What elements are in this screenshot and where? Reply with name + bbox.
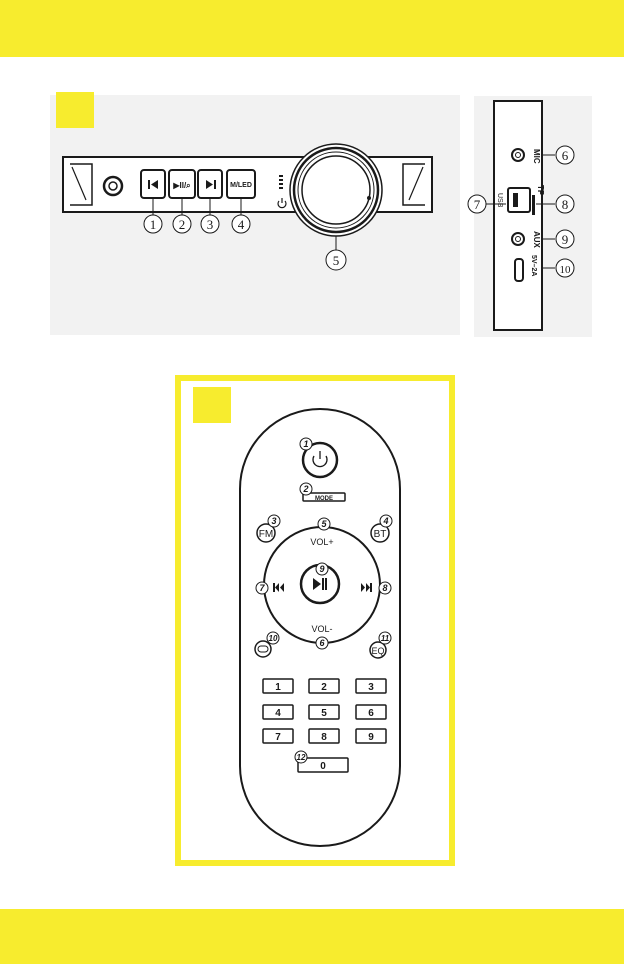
- key-label: 3: [368, 682, 374, 693]
- key-label: 4: [275, 708, 281, 719]
- key-label: 9: [368, 732, 374, 743]
- vol-up-button[interactable]: VOL+: [310, 537, 333, 547]
- key-3[interactable]: 3: [356, 679, 386, 693]
- repeat-button[interactable]: [255, 641, 271, 657]
- remote-num-8: 8: [382, 583, 387, 593]
- remote-num-3: 3: [271, 516, 276, 526]
- fm-label: FM: [259, 529, 273, 540]
- key-9[interactable]: 9: [356, 729, 386, 743]
- key-label: 8: [321, 732, 327, 743]
- key-7[interactable]: 7: [263, 729, 293, 743]
- key-1[interactable]: 1: [263, 679, 293, 693]
- key-label: 1: [275, 682, 281, 693]
- eq-label: EQ: [371, 646, 384, 656]
- key-2[interactable]: 2: [309, 679, 339, 693]
- key-label: 7: [275, 732, 281, 743]
- remote-num-4: 4: [382, 516, 388, 526]
- mode-label: MODE: [315, 496, 333, 502]
- vol-down-label: VOL-: [311, 624, 332, 634]
- bt-label: BT: [374, 529, 387, 540]
- key-4[interactable]: 4: [263, 705, 293, 719]
- vol-down-button[interactable]: VOL-: [311, 624, 332, 634]
- remote-num-1: 1: [303, 439, 308, 449]
- remote-num-11: 11: [381, 634, 390, 643]
- key-label: 6: [368, 708, 374, 719]
- key-0-label: 0: [320, 761, 326, 772]
- key-label: 5: [321, 708, 327, 719]
- keypad: 1 2 3 4 5 6 7 8 9: [263, 679, 386, 743]
- vol-up-label: VOL+: [310, 537, 333, 547]
- remote-num-12: 12: [297, 753, 306, 762]
- remote-num-2: 2: [302, 484, 308, 494]
- key-8[interactable]: 8: [309, 729, 339, 743]
- key-label: 2: [321, 682, 327, 693]
- key-5[interactable]: 5: [309, 705, 339, 719]
- eq-button[interactable]: EQ: [370, 642, 386, 658]
- remote-num-9: 9: [319, 564, 324, 574]
- key-6[interactable]: 6: [356, 705, 386, 719]
- remote-num-10: 10: [269, 634, 278, 643]
